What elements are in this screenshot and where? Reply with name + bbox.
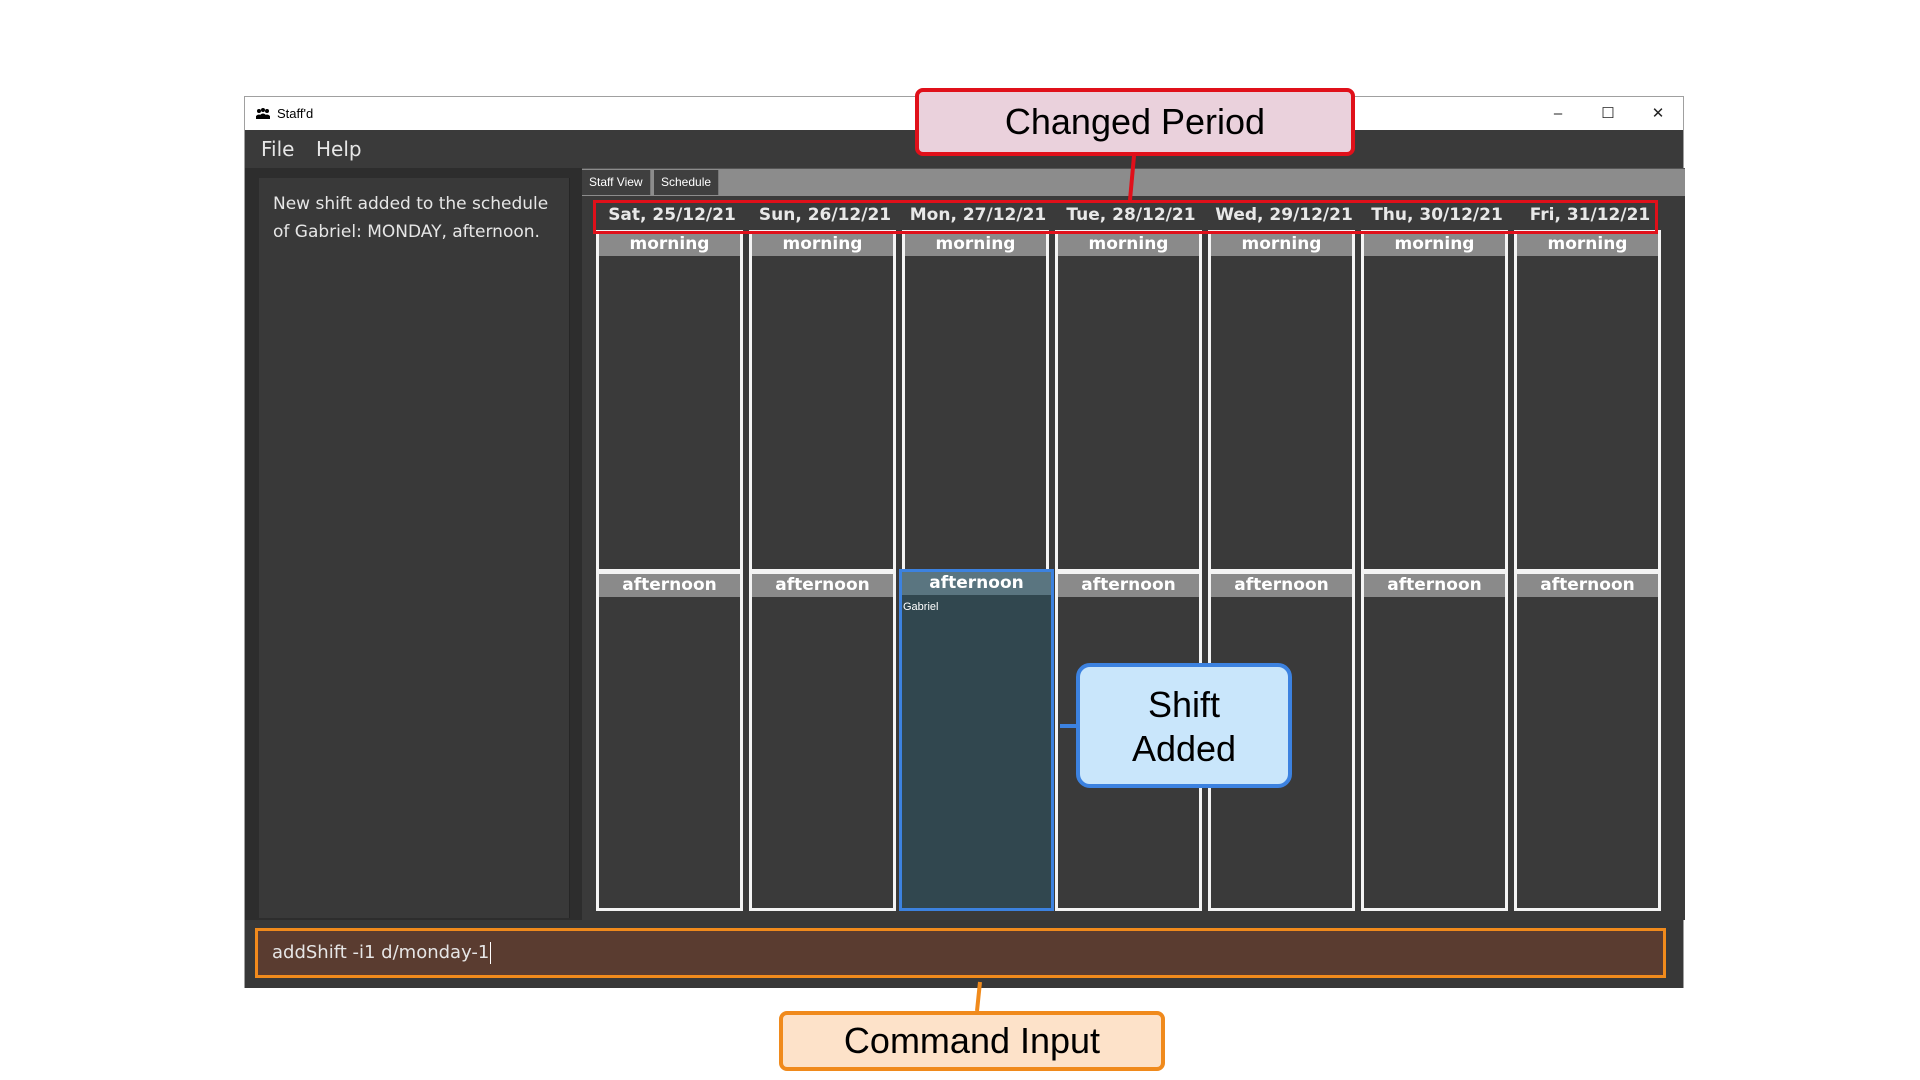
date-header-row: Sat, 25/12/21 Sun, 26/12/21 Mon, 27/12/2… xyxy=(596,200,1665,228)
slot-label: morning xyxy=(752,233,893,256)
window-title: Staff'd xyxy=(277,106,314,121)
slot-label: afternoon xyxy=(1058,574,1199,597)
date-header: Mon, 27/12/21 xyxy=(909,205,1047,225)
schedule-view: Sat, 25/12/21 Sun, 26/12/21 Mon, 27/12/2… xyxy=(582,196,1685,920)
afternoon-slot-sat[interactable]: afternoon xyxy=(596,571,743,911)
menu-help[interactable]: Help xyxy=(316,137,362,161)
slot-label: morning xyxy=(905,233,1046,256)
main-area: New shift added to the schedule of Gabri… xyxy=(245,168,1685,920)
callout-line: Shift xyxy=(1147,684,1221,725)
morning-slot-thu[interactable]: morning xyxy=(1361,230,1508,572)
slot-label: afternoon xyxy=(1517,574,1658,597)
date-header: Wed, 29/12/21 xyxy=(1215,205,1353,225)
slot-label: afternoon xyxy=(1211,574,1352,597)
assigned-staff-name[interactable]: Gabriel xyxy=(903,601,939,613)
date-header: Tue, 28/12/21 xyxy=(1066,205,1196,225)
slot-label: afternoon xyxy=(599,574,740,597)
slot-label: afternoon xyxy=(902,572,1051,595)
morning-slot-sat[interactable]: morning xyxy=(596,230,743,572)
morning-slot-mon[interactable]: morning xyxy=(902,230,1049,572)
command-input[interactable]: addShift -i1 d/monday-1 xyxy=(255,928,1666,978)
result-message: New shift added to the schedule of Gabri… xyxy=(273,194,549,242)
command-area: addShift -i1 d/monday-1 xyxy=(245,920,1683,988)
slot-label: morning xyxy=(1364,233,1505,256)
slot-label: morning xyxy=(599,233,740,256)
morning-slot-tue[interactable]: morning xyxy=(1055,230,1202,572)
callout-line: Added xyxy=(1131,728,1237,769)
text-caret xyxy=(490,942,492,964)
shift-grid: morning morning morning morning morning … xyxy=(596,230,1665,911)
date-header: Sun, 26/12/21 xyxy=(758,205,892,225)
afternoon-slot-fri[interactable]: afternoon xyxy=(1514,571,1661,911)
slot-label: morning xyxy=(1058,233,1199,256)
app-logo-icon xyxy=(256,108,270,119)
result-display: New shift added to the schedule of Gabri… xyxy=(259,178,570,918)
close-button[interactable]: ✕ xyxy=(1651,105,1665,122)
slot-label: morning xyxy=(1211,233,1352,256)
minimize-button[interactable]: – xyxy=(1553,105,1563,122)
shift-added-callout: Shift Added xyxy=(1076,663,1292,788)
changed-period-highlight xyxy=(593,200,1658,234)
tab-schedule[interactable]: Schedule xyxy=(654,170,720,195)
date-header: Sat, 25/12/21 xyxy=(608,205,736,225)
command-input-callout: Command Input xyxy=(779,1011,1165,1071)
slot-label: afternoon xyxy=(1364,574,1505,597)
command-text: addShift -i1 d/monday-1 xyxy=(272,942,490,963)
date-header: Fri, 31/12/21 xyxy=(1529,205,1651,225)
period-connector xyxy=(1128,155,1136,201)
morning-slot-wed[interactable]: morning xyxy=(1208,230,1355,572)
app-window: Staff'd – ☐ ✕ File Help New shift added … xyxy=(244,96,1685,988)
morning-slot-fri[interactable]: morning xyxy=(1514,230,1661,572)
afternoon-slot-thu[interactable]: afternoon xyxy=(1361,571,1508,911)
tab-staff-view[interactable]: Staff View xyxy=(582,170,651,195)
menu-file[interactable]: File xyxy=(261,137,295,161)
slot-label: morning xyxy=(1517,233,1658,256)
command-connector xyxy=(975,981,982,1012)
maximize-button[interactable]: ☐ xyxy=(1601,105,1615,122)
afternoon-slot-mon[interactable]: afternoon Gabriel xyxy=(899,569,1054,911)
slot-label: afternoon xyxy=(752,574,893,597)
changed-period-callout: Changed Period xyxy=(915,88,1355,156)
afternoon-slot-sun[interactable]: afternoon xyxy=(749,571,896,911)
date-header: Thu, 30/12/21 xyxy=(1371,205,1503,225)
